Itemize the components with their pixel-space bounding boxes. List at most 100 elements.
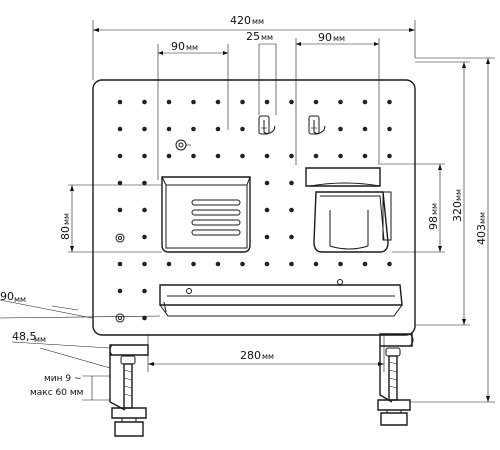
bottom-shelf (159, 279, 403, 317)
peg-hole (117, 126, 123, 132)
clamp-right (377, 333, 414, 426)
peg-hole (338, 153, 343, 159)
dim-clamp-depth-unit: мм (34, 335, 46, 344)
dim-basket-height-value: 80 (59, 226, 72, 240)
peg-hole (142, 234, 147, 240)
peg-hole (191, 99, 196, 105)
dim-hook-gap-value: 25 (246, 30, 260, 43)
basket (161, 176, 251, 253)
peg-hole (142, 261, 147, 267)
dim-cup-holder-height: 98 мм (380, 163, 445, 253)
peg-hole (191, 126, 196, 132)
peg-holes (117, 99, 392, 321)
dim-basket-width-value: 90 (171, 40, 185, 53)
dim-cup-holder-height-unit: мм (430, 203, 439, 215)
peg-hole (387, 99, 392, 105)
peg-hole (142, 99, 147, 105)
peg-hole (142, 126, 147, 132)
peg-hole (142, 315, 147, 321)
peg-hole (338, 126, 343, 132)
dim-panel-width-unit: мм (252, 17, 264, 26)
peg-hole (264, 153, 270, 159)
clamp-left (109, 344, 149, 437)
peg-hole (142, 153, 147, 159)
dim-basket-height-unit: мм (62, 213, 71, 225)
peg-hole (117, 153, 123, 159)
dim-clamp-range: мин 9 ~ макс 60 мм (30, 374, 110, 401)
peg-hole (362, 99, 368, 105)
dim-hook-gap-unit: мм (261, 33, 273, 42)
dim-shelf-depth: 90 мм (0, 290, 161, 319)
dim-total-height-unit: мм (478, 212, 487, 224)
dim-total-height-value: 403 (475, 224, 488, 245)
dim-cup-holder-width-unit: мм (333, 34, 345, 43)
peg-hole (215, 153, 221, 159)
dim-basket-width: 90 мм (157, 40, 229, 180)
peg-hole (240, 153, 245, 159)
peg-hole (215, 126, 221, 132)
dim-clamp-range-max: макс 60 мм (30, 388, 83, 398)
peg-hole (166, 99, 172, 105)
peg-hole (338, 99, 343, 105)
peg-hole (289, 180, 294, 186)
peg-hole (362, 261, 368, 267)
peg-hole (117, 180, 123, 186)
peg-hole (289, 207, 294, 213)
dim-shelf-depth-unit: мм (14, 295, 26, 304)
pegboard-panel (92, 79, 416, 336)
peg-hole (240, 126, 245, 132)
dim-basket-width-unit: мм (186, 43, 198, 52)
dim-clamp-spacing-value: 280 (240, 349, 261, 362)
dim-panel-height: 320 мм (415, 61, 470, 326)
peg-hole (142, 288, 147, 294)
peg-hole (264, 261, 270, 267)
hook-right (308, 115, 326, 135)
dim-shelf-depth-value: 90 (0, 290, 14, 303)
peg-hole (191, 153, 196, 159)
peg-hole (313, 153, 319, 159)
dim-basket-height: 80 мм (59, 184, 162, 253)
dim-clamp-range-min: мин 9 ~ (44, 374, 82, 384)
peg-hole (338, 261, 343, 267)
dim-panel-width: 420 мм (92, 14, 416, 80)
peg-hole (264, 99, 270, 105)
peg-hole (362, 126, 368, 132)
peg-hole (117, 207, 123, 213)
peg-hole (240, 261, 245, 267)
dim-panel-height-unit: мм (454, 189, 463, 201)
peg-hole (142, 207, 147, 213)
peg-hole (191, 261, 196, 267)
dim-clamp-depth: 48,5 мм (11, 330, 111, 369)
peg-hole (387, 126, 392, 132)
peg-hole (289, 99, 294, 105)
dim-cup-holder-width-value: 90 (318, 31, 332, 44)
peg-hole (289, 153, 294, 159)
peg-hole (387, 153, 392, 159)
dim-panel-width-value: 420 (230, 14, 251, 27)
peg-hole (215, 99, 221, 105)
peg-hole (289, 234, 294, 240)
peg-hole (142, 180, 147, 186)
dim-cup-holder-width: 90 мм (295, 31, 380, 165)
peg-hole (215, 261, 221, 267)
peg-hole (264, 207, 270, 213)
peg-hole (264, 234, 270, 240)
peg-hole (313, 261, 319, 267)
peg-hole (313, 99, 319, 105)
peg-hole (289, 261, 294, 267)
peg-hole (264, 180, 270, 186)
hook-left (258, 115, 276, 135)
peg-hole (362, 153, 368, 159)
peg-hole (117, 261, 123, 267)
peg-hole (387, 261, 392, 267)
dim-clamp-spacing-unit: мм (262, 352, 274, 361)
peg-hole (240, 99, 245, 105)
dim-clamp-depth-value: 48,5 (12, 330, 37, 343)
cup-holder (305, 167, 392, 253)
peg-hole (117, 288, 123, 294)
peg-hole (117, 99, 123, 105)
peg-hole (166, 261, 172, 267)
dim-cup-holder-height-value: 98 (427, 216, 440, 230)
peg-hole (166, 153, 172, 159)
